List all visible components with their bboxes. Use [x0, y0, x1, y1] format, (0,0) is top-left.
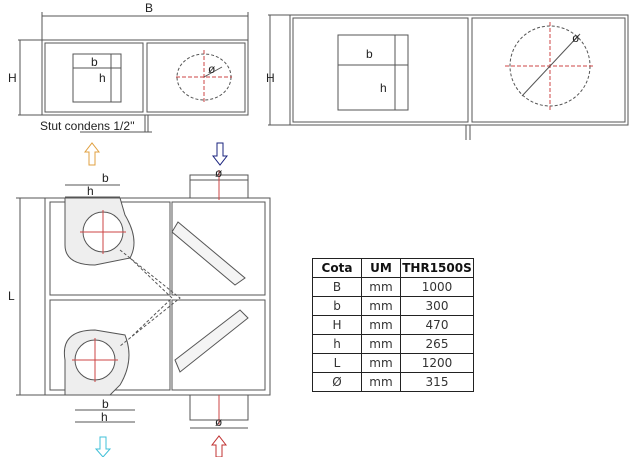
dim-diameter-right: ø	[572, 31, 580, 45]
cell-um: mm	[361, 315, 401, 335]
cell-um: mm	[361, 334, 401, 354]
cell-value: 1000	[400, 277, 474, 297]
supply-out-arrow-icon	[94, 436, 112, 457]
plan-dia-top: ø	[215, 166, 223, 180]
header-um: UM	[361, 258, 401, 278]
plan-b-bottom: b	[102, 397, 109, 411]
plan-b-top: b	[102, 171, 109, 185]
dim-H-right: H	[266, 71, 275, 85]
cell-cota: b	[312, 296, 362, 316]
front-view-right	[268, 14, 629, 140]
dim-diameter: ø	[208, 62, 216, 76]
dim-H: H	[8, 71, 17, 85]
exhaust-out-arrow-icon	[210, 435, 228, 457]
cell-cota: H	[312, 315, 362, 335]
cell-um: mm	[361, 353, 401, 373]
front-view-left	[18, 12, 249, 133]
plan-h-bottom: h	[101, 410, 108, 424]
dim-h: h	[99, 71, 106, 85]
plan-dia-bottom: ø	[215, 415, 223, 429]
supply-in-arrow-icon	[83, 142, 101, 166]
cell-um: mm	[361, 277, 401, 297]
plan-h-top: h	[87, 184, 94, 198]
cell-cota: Ø	[312, 372, 362, 392]
cell-value: 470	[400, 315, 474, 335]
cell-um: mm	[361, 296, 401, 316]
cell-cota: B	[312, 277, 362, 297]
exhaust-in-arrow-icon	[211, 142, 229, 166]
cell-cota: L	[312, 353, 362, 373]
cell-um: mm	[361, 372, 401, 392]
header-cota: Cota	[312, 258, 362, 278]
cell-value: 315	[400, 372, 474, 392]
plan-L: L	[8, 289, 15, 303]
header-model: THR1500S	[400, 258, 474, 278]
condensate-note: Stut condens 1/2''	[40, 119, 135, 133]
plan-view	[16, 170, 271, 429]
dim-h-right: h	[380, 81, 387, 95]
dim-b-right: b	[366, 47, 373, 61]
cell-cota: h	[312, 334, 362, 354]
table-header-row: Cota UM THR1500S	[312, 258, 474, 278]
dim-b: b	[91, 55, 98, 69]
cell-value: 1200	[400, 353, 474, 373]
cell-value: 265	[400, 334, 474, 354]
dim-B: B	[145, 1, 153, 15]
cell-value: 300	[400, 296, 474, 316]
